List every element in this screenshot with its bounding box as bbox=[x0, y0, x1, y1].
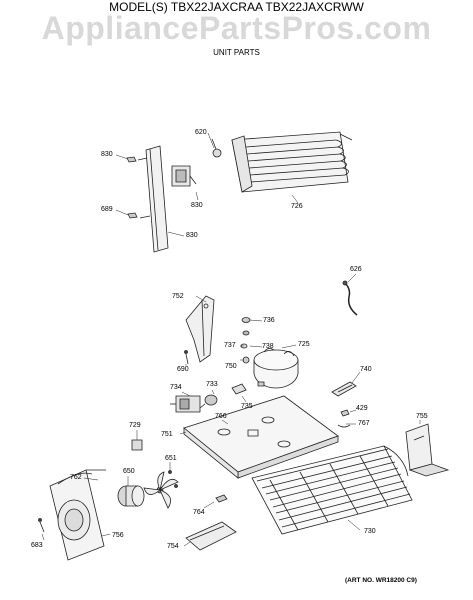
callout-767: 767 bbox=[358, 420, 370, 427]
callout-764: 764 bbox=[193, 509, 205, 516]
callout-737: 737 bbox=[224, 342, 236, 349]
screw-830 bbox=[127, 157, 136, 162]
art-number: (ART NO. WR18200 C9) bbox=[345, 577, 417, 584]
condenser-tubing bbox=[252, 446, 412, 534]
relay bbox=[170, 396, 200, 412]
callout-690: 690 bbox=[177, 366, 189, 373]
callout-766: 766 bbox=[215, 413, 227, 420]
harness-clip bbox=[343, 281, 357, 315]
callout-750: 750 bbox=[225, 363, 237, 370]
grommets bbox=[241, 318, 250, 364]
compressor-bracket bbox=[186, 296, 214, 362]
callout-730: 730 bbox=[364, 528, 376, 535]
condenser-fan-motor bbox=[118, 486, 144, 506]
section-title: UNIT PARTS bbox=[213, 48, 260, 57]
screw-690 bbox=[185, 351, 189, 365]
screw-689 bbox=[128, 213, 137, 218]
fan-blade bbox=[144, 472, 178, 508]
callout-725: 725 bbox=[298, 341, 310, 348]
watermark: AppliancePartsPros.com bbox=[41, 10, 432, 46]
fan-shroud bbox=[50, 470, 106, 560]
callout-754: 754 bbox=[167, 543, 179, 550]
callout-736: 736 bbox=[263, 317, 275, 324]
callout-735: 735 bbox=[241, 403, 253, 410]
callout-734: 734 bbox=[170, 384, 182, 391]
callout-651: 651 bbox=[165, 455, 177, 462]
callout-740: 740 bbox=[360, 366, 372, 373]
relay-bracket-830 bbox=[172, 166, 196, 186]
callout-733: 733 bbox=[206, 381, 218, 388]
drain-tube-767 bbox=[338, 425, 350, 427]
leader-lines bbox=[42, 133, 420, 546]
condenser-coil bbox=[232, 132, 352, 192]
callout-650: 650 bbox=[123, 468, 135, 475]
screw-683 bbox=[39, 519, 45, 533]
callout-726: 726 bbox=[291, 203, 303, 210]
callout-830-bracket: 830 bbox=[186, 232, 198, 239]
callout-830-screw: 830 bbox=[101, 151, 113, 158]
screws-651 bbox=[169, 471, 178, 488]
callout-830-relay-bracket: 830 bbox=[191, 202, 203, 209]
terminal-cover bbox=[232, 384, 246, 394]
drain-fitting bbox=[332, 382, 356, 396]
compressor bbox=[254, 348, 298, 388]
mounting-bracket bbox=[138, 146, 168, 252]
callout-626: 626 bbox=[350, 266, 362, 273]
callout-738: 738 bbox=[262, 343, 274, 350]
screw-620 bbox=[212, 139, 221, 157]
callout-762: 762 bbox=[70, 474, 82, 481]
overload-protector bbox=[200, 395, 217, 408]
callout-751: 751 bbox=[161, 431, 173, 438]
compressor-base-plate bbox=[184, 396, 338, 478]
callout-752: 752 bbox=[172, 293, 184, 300]
callout-620: 620 bbox=[195, 129, 207, 136]
capacitor-729 bbox=[132, 440, 142, 450]
clip-764 bbox=[216, 495, 227, 502]
callout-683: 683 bbox=[31, 542, 43, 549]
callout-689: 689 bbox=[101, 206, 113, 213]
rear-bracket bbox=[406, 424, 448, 476]
callout-755: 755 bbox=[416, 413, 428, 420]
callout-756: 756 bbox=[112, 532, 124, 539]
model-title: MODEL(S) TBX22JAXCRAA TBX22JAXCRWW bbox=[109, 0, 364, 14]
drain-pan bbox=[186, 522, 236, 550]
clip-429 bbox=[341, 410, 349, 416]
callout-729: 729 bbox=[129, 422, 141, 429]
callout-429: 429 bbox=[356, 405, 368, 412]
